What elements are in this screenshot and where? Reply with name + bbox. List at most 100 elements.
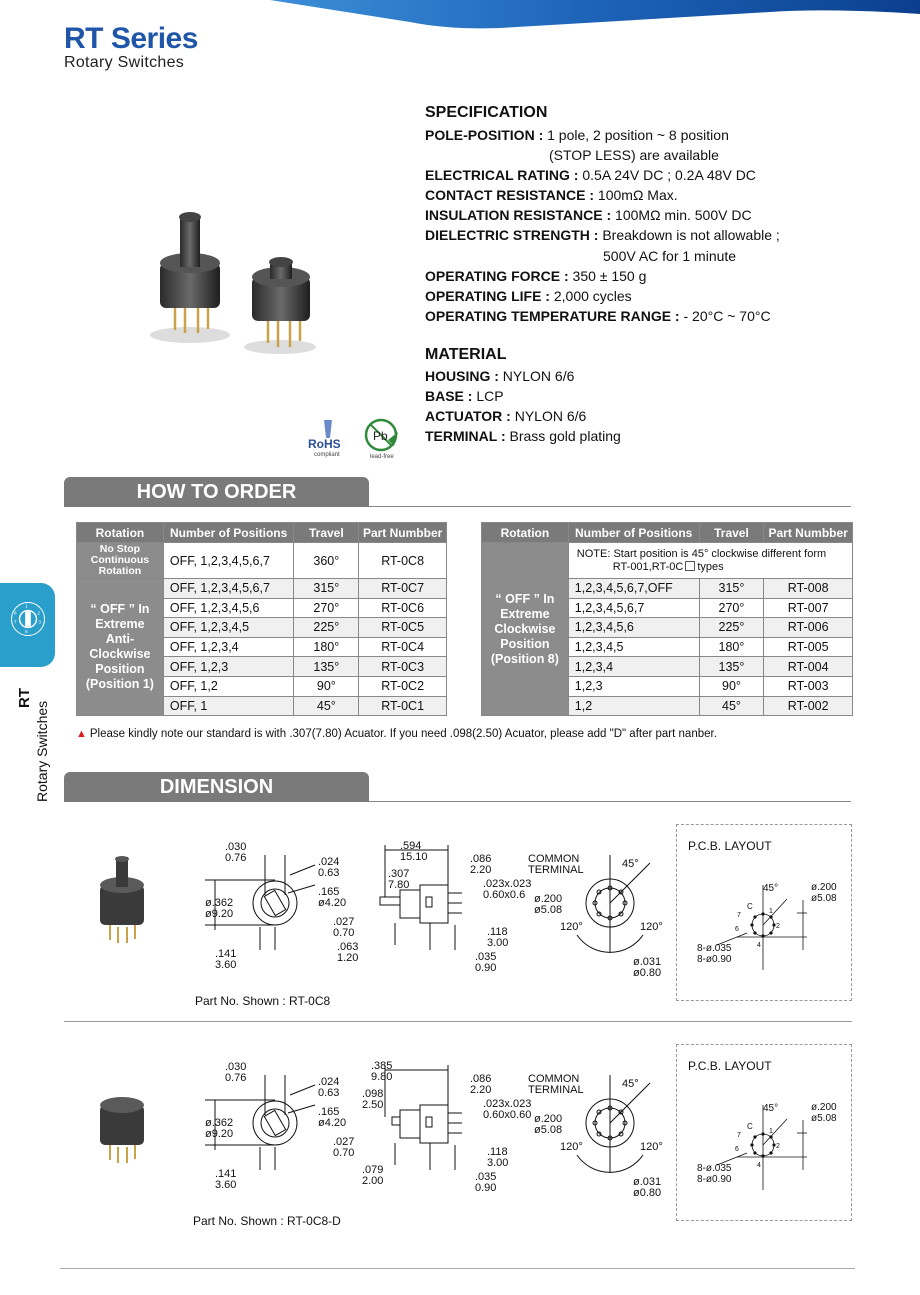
side-view	[379, 845, 462, 950]
dim-i-inch: .118	[487, 1146, 508, 1158]
spec-rating: ELECTRICAL RATING : 0.5A 24V DC ; 0.2A 4…	[425, 167, 756, 184]
table-row: “ OFF ” In Extreme Clockwise Position (P…	[481, 541, 854, 717]
table-row: No Stop Continuous Rotation OFF, 1,2,3,4…	[76, 542, 447, 579]
pcb-pin-6: 6	[735, 1146, 739, 1153]
pcb-dim-mm: ø5.08	[811, 893, 837, 904]
header-band	[270, 0, 920, 29]
rotation-group: “ OFF ” In Extreme Clockwise Position (P…	[481, 541, 569, 717]
table-row: OFF, 1,2,3,4,5 225° RT-0C5	[77, 617, 447, 638]
travel-cell: 270°	[293, 597, 360, 619]
dim-c-inch: .165	[318, 1106, 339, 1118]
dim-q-inch: ø.200	[534, 1113, 562, 1125]
positions-cell: 1,2	[567, 695, 700, 717]
dim-c-inch: .165	[318, 886, 339, 898]
table-header-row: Rotation Number of Positions Travel Part…	[76, 522, 447, 543]
dim-a-mm: 0.76	[225, 852, 246, 864]
material-terminal: TERMINAL : Brass gold plating	[425, 428, 621, 445]
rotation-group: No Stop Continuous Rotation	[76, 542, 164, 579]
table-header-row: Rotation Number of Positions Travel Part…	[481, 522, 853, 543]
svg-text:1: 1	[25, 604, 28, 609]
travel-cell: 45°	[293, 695, 360, 717]
positions-cell: 1,2,3,4,5,6	[567, 617, 700, 638]
dim-d-inch: ø.362	[205, 1117, 233, 1129]
dim-g-mm: 2.20	[470, 864, 491, 876]
dim-m-mm: 7.80	[388, 879, 409, 891]
side-text: Rotary Switches	[34, 700, 50, 802]
dim-a-inch: .030	[225, 1061, 246, 1073]
pcb-hole-mm: 8-ø0.90	[697, 1174, 732, 1185]
part-cell: RT-0C8	[358, 542, 447, 579]
part-cell: RT-003	[763, 675, 853, 697]
pcb-dim-mm: ø5.08	[811, 1113, 837, 1124]
positions-cell: OFF, 1,2,3,4,5	[162, 617, 295, 638]
part-cell: RT-005	[763, 636, 853, 658]
rohs-sub: compliant	[314, 452, 340, 458]
dim-r-mm: ø0.80	[633, 967, 661, 979]
part-cell: RT-008	[763, 578, 853, 599]
dim-r-mm: ø0.80	[633, 1187, 661, 1199]
part-cell: RT-0C3	[358, 656, 447, 677]
travel-cell: 225°	[293, 617, 360, 638]
positions-cell: OFF, 1,2,3,4,5,6	[162, 597, 295, 619]
pcb-layout-title: P.C.B. LAYOUT	[688, 839, 772, 853]
positions-cell: OFF, 1,2,3,4,5,6,7	[162, 578, 295, 599]
dim-q-mm: ø5.08	[534, 904, 562, 916]
table-row: 1,2 45° RT-002	[482, 695, 853, 717]
pcb-layout-title: P.C.B. LAYOUT	[688, 1059, 772, 1073]
dimension-divider	[64, 1021, 852, 1022]
specification-heading: SPECIFICATION	[425, 104, 548, 121]
terminal-label: TERMINAL	[528, 864, 584, 876]
angle-45: 45°	[622, 858, 639, 870]
col-part: Part Numbber	[763, 522, 853, 543]
table-row: OFF, 1,2,3 135° RT-0C3	[77, 656, 447, 677]
travel-cell: 135°	[698, 656, 765, 677]
positions-cell: 1,2,3,4,5,6,7	[567, 597, 700, 619]
pcb-pin-2: 2	[776, 1143, 780, 1150]
pb-text: Pb	[373, 429, 388, 443]
warning-triangle-icon: ▲	[76, 728, 87, 740]
dim-b-inch: .024	[318, 1076, 339, 1088]
dimension-bar: DIMENSION	[64, 772, 851, 802]
spec-pole-cont: (STOP LESS) are available	[549, 147, 719, 164]
part-cell: RT-0C2	[358, 675, 447, 697]
positions-cell: 1,2,3,4,5	[567, 636, 700, 658]
common-label: COMMON	[528, 1073, 579, 1085]
part-cell: RT-0C6	[358, 597, 447, 619]
order-table-left: Rotation Number of Positions Travel Part…	[76, 522, 447, 717]
front-view	[205, 1075, 316, 1170]
material-housing: HOUSING : NYLON 6/6	[425, 368, 575, 384]
part-cell: RT-0C4	[358, 636, 447, 658]
part-shown-1: Part No. Shown : RT-0C8	[195, 994, 331, 1008]
svg-text:5: 5	[25, 629, 28, 634]
dim-g-mm: 2.20	[470, 1084, 491, 1096]
col-positions: Number of Positions	[162, 522, 295, 543]
material-block: MATERIAL HOUSING : NYLON 6/6 BASE : LCP …	[425, 345, 895, 446]
col-rotation: Rotation	[76, 522, 164, 543]
side-label: RT Rotary Switches	[16, 680, 50, 805]
pcb-pin-7: 7	[737, 912, 741, 919]
rohs-logo: RoHS compliant	[306, 418, 352, 460]
travel-cell: 225°	[698, 617, 765, 638]
positions-cell: OFF, 1,2,3,4	[162, 636, 295, 658]
series-title: RT Series	[64, 22, 198, 55]
svg-text:2: 2	[37, 610, 40, 615]
positions-cell: 1,2,3	[567, 675, 700, 697]
spec-temperature: OPERATING TEMPERATURE RANGE : - 20°C ~ 7…	[425, 307, 771, 324]
angle-120-right: 120°	[640, 921, 663, 933]
side-view	[384, 1065, 462, 1170]
dim-g-inch: .086	[470, 1073, 491, 1085]
terminal-view	[576, 855, 651, 953]
dim-f-inch: .027	[333, 1136, 354, 1148]
dim-q-inch: ø.200	[534, 893, 562, 905]
terminal-label: TERMINAL	[528, 1084, 584, 1096]
dim-l-mm: 15.10	[400, 851, 428, 863]
pcb-dim-inch: ø.200	[811, 1102, 837, 1113]
dim-e-mm: 3.60	[215, 1179, 236, 1191]
positions-cell: OFF, 1,2,3	[162, 656, 295, 677]
part-cell: RT-002	[763, 695, 853, 717]
col-travel: Travel	[293, 522, 360, 543]
part-cell: RT-006	[763, 617, 853, 638]
material-actuator: ACTUATOR : NYLON 6/6	[425, 408, 587, 425]
pcb-pin-7: 7	[737, 1132, 741, 1139]
